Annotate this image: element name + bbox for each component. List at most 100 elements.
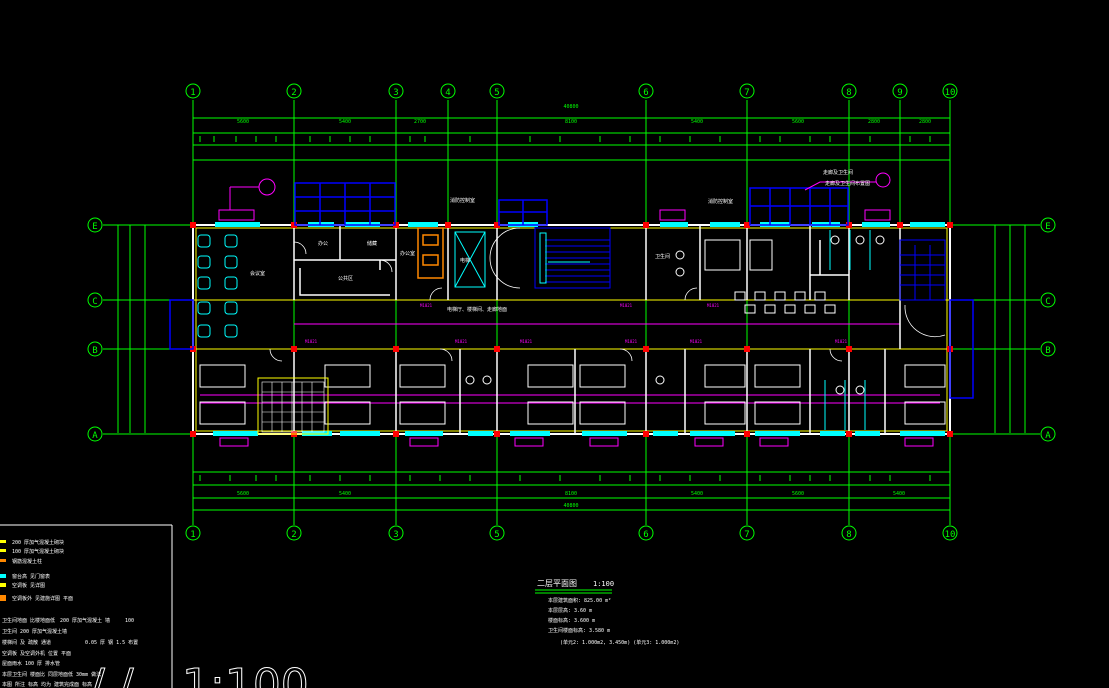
- svg-text:电梯厅、楼梯间、走廊地面: 电梯厅、楼梯间、走廊地面: [447, 306, 507, 313]
- svg-text:M1021: M1021: [707, 303, 720, 308]
- dimension-ticks: [199, 136, 931, 481]
- dimension-text: 5600: [237, 119, 249, 125]
- stair-rails: [454, 231, 590, 288]
- dimension-lines-top: [193, 117, 950, 161]
- axis-label-row: C: [1045, 297, 1050, 307]
- svg-text:本层卫生间 楼面比 同层地面低 30mm 做法: 本层卫生间 楼面比 同层地面低 30mm 做法: [2, 671, 101, 678]
- dimension-text: 5400: [691, 491, 703, 497]
- axis-label-top: 7: [744, 88, 749, 98]
- axis-label-row: E: [1045, 222, 1050, 232]
- axis-label-bottom: 5: [494, 530, 499, 540]
- drawing-title: 二层平面图: [537, 579, 577, 588]
- svg-text:本图 所注 标高 均为 建筑完成面 标高: 本图 所注 标高 均为 建筑完成面 标高: [2, 681, 92, 688]
- svg-text:M1021: M1021: [455, 339, 468, 344]
- svg-text:空调板 及空调外机 位置 平面: 空调板 及空调外机 位置 平面: [2, 650, 71, 657]
- axis-label-row: C: [92, 297, 97, 307]
- svg-text:卫生间地面 比楼地面低: 卫生间地面 比楼地面低: [2, 617, 55, 624]
- axis-label-top: 8: [846, 88, 851, 98]
- axis-label-row: E: [92, 222, 97, 232]
- dimension-text: 2800: [919, 119, 931, 125]
- axis-label-bottom: 7: [744, 530, 749, 540]
- reception-desk: [417, 227, 444, 279]
- axis-label-bottom: 1: [190, 530, 195, 540]
- elevator-shaft: [261, 381, 325, 433]
- dimension-text: 5400: [893, 491, 905, 497]
- door-swings: [269, 227, 946, 362]
- svg-text:楼面标高: 3.600 m: 楼面标高: 3.600 m: [548, 617, 595, 624]
- annotation-leaders: [229, 172, 891, 210]
- dimension-text: 5400: [691, 119, 703, 125]
- svg-text:200 厚加气混凝土 墙: 200 厚加气混凝土 墙: [60, 617, 110, 624]
- svg-text:0.05 厚 钢 1.5 布置: 0.05 厚 钢 1.5 布置: [85, 639, 138, 646]
- svg-text:M1021: M1021: [690, 339, 703, 344]
- meeting-chairs: [197, 234, 238, 338]
- elevator-frame: [257, 377, 329, 435]
- svg-text:钢筋混凝土柱: 钢筋混凝土柱: [12, 558, 42, 565]
- axis-label-top: 5: [494, 88, 499, 98]
- svg-text:走廊及卫生间布置图: 走廊及卫生间布置图: [825, 180, 870, 187]
- axis-label-top: 1: [190, 88, 195, 98]
- svg-text:卫生间楼面标高: 3.580 m: 卫生间楼面标高: 3.580 m: [548, 627, 610, 634]
- legend-panel: 200 厚加气混凝土砌块 100 厚加气混凝土砌块 钢筋混凝土柱 窗台高 见门窗…: [0, 524, 173, 688]
- svg-text:消防控制室: 消防控制室: [708, 198, 733, 205]
- svg-text:M1021: M1021: [620, 303, 633, 308]
- window-tags: [218, 209, 934, 447]
- svg-text:空调板外 见建施详图 平面: 空调板外 见建施详图 平面: [12, 595, 73, 602]
- axis-label-bottom: 6: [643, 530, 648, 540]
- svg-text:楼梯间 及 疏散 通道: 楼梯间 及 疏散 通道: [2, 639, 51, 646]
- svg-text:卫生间: 卫生间: [655, 253, 670, 260]
- dimension-text: 5400: [339, 119, 351, 125]
- svg-text:200 厚加气混凝土砌块: 200 厚加气混凝土砌块: [12, 539, 64, 546]
- structural-columns: [190, 222, 953, 437]
- balcony-frames: [169, 182, 974, 399]
- axis-label-row: A: [92, 431, 98, 441]
- dimension-text: 5600: [792, 119, 804, 125]
- svg-text:消防控制室: 消防控制室: [450, 197, 475, 204]
- toilet-fixtures: [465, 235, 885, 395]
- axis-label-top: 2: [291, 88, 296, 98]
- dimension-text: 5600: [237, 491, 249, 497]
- svg-text:M1021: M1021: [625, 339, 638, 344]
- dimension-lines-side: [117, 225, 1026, 433]
- axis-label-bottom: 3: [393, 530, 398, 540]
- axis-label-top: 3: [393, 88, 398, 98]
- dimension-text: 2800: [868, 119, 880, 125]
- svg-text:办公: 办公: [318, 240, 328, 247]
- drawing-title-block: 二层平面图 1:100 本层建筑面积: 825.00 m² 本层层高: 3.60…: [535, 579, 679, 646]
- room-labels: 会议室 办公 储藏 办公室 电梯 卫生间 公共区 消防控制室 消防控制室 走廊及…: [250, 169, 870, 313]
- dimension-lines-bottom: [193, 471, 950, 511]
- corridor-seating: [734, 291, 836, 314]
- svg-text:100: 100: [125, 618, 134, 624]
- axis-label-row: B: [92, 346, 97, 356]
- svg-text:公共区: 公共区: [338, 275, 353, 282]
- axis-bubbles-rows: [87, 217, 1056, 442]
- svg-text:本层层高: 3.60 m: 本层层高: 3.60 m: [548, 607, 592, 614]
- axis-label-row: B: [1045, 346, 1050, 356]
- axis-label-row: A: [1045, 431, 1051, 441]
- stall-partitions: [824, 230, 871, 430]
- overall-dimension-top: 40800: [563, 104, 578, 110]
- axis-bubbles-bottom: [185, 525, 958, 541]
- svg-text:会议室: 会议室: [250, 270, 265, 277]
- svg-text:空调板 见详图: 空调板 见详图: [12, 582, 45, 589]
- corridor-lines: [200, 323, 940, 404]
- axis-label-top: 10: [945, 88, 956, 98]
- axis-label-bottom: 10: [945, 530, 956, 540]
- large-scale-text: 1:100: [182, 660, 309, 688]
- axis-lines-vertical: [192, 100, 951, 525]
- svg-text:窗台高 见门窗表: 窗台高 见门窗表: [12, 573, 50, 580]
- svg-text:电梯: 电梯: [460, 257, 470, 264]
- svg-text:卫生间 200 厚加气混凝土墙: 卫生间 200 厚加气混凝土墙: [2, 628, 67, 635]
- dimension-text: 5600: [792, 491, 804, 497]
- axis-bubbles-top: [185, 83, 958, 99]
- beds: [199, 364, 946, 425]
- dimension-text: 8100: [565, 491, 577, 497]
- axis-label-bottom: 8: [846, 530, 851, 540]
- svg-text:屋面雨水 100 厚 排水管: 屋面雨水 100 厚 排水管: [2, 660, 60, 667]
- axis-label-top: 6: [643, 88, 648, 98]
- svg-text:走廊及卫生间: 走廊及卫生间: [823, 169, 853, 176]
- interior-partitions: [293, 225, 901, 434]
- svg-text:M1021: M1021: [305, 339, 318, 344]
- svg-text:(单元2: 1.000m2, 3.450m) (单元3: 1: (单元2: 1.000m2, 3.450m) (单元3: 1.000m2): [560, 639, 679, 646]
